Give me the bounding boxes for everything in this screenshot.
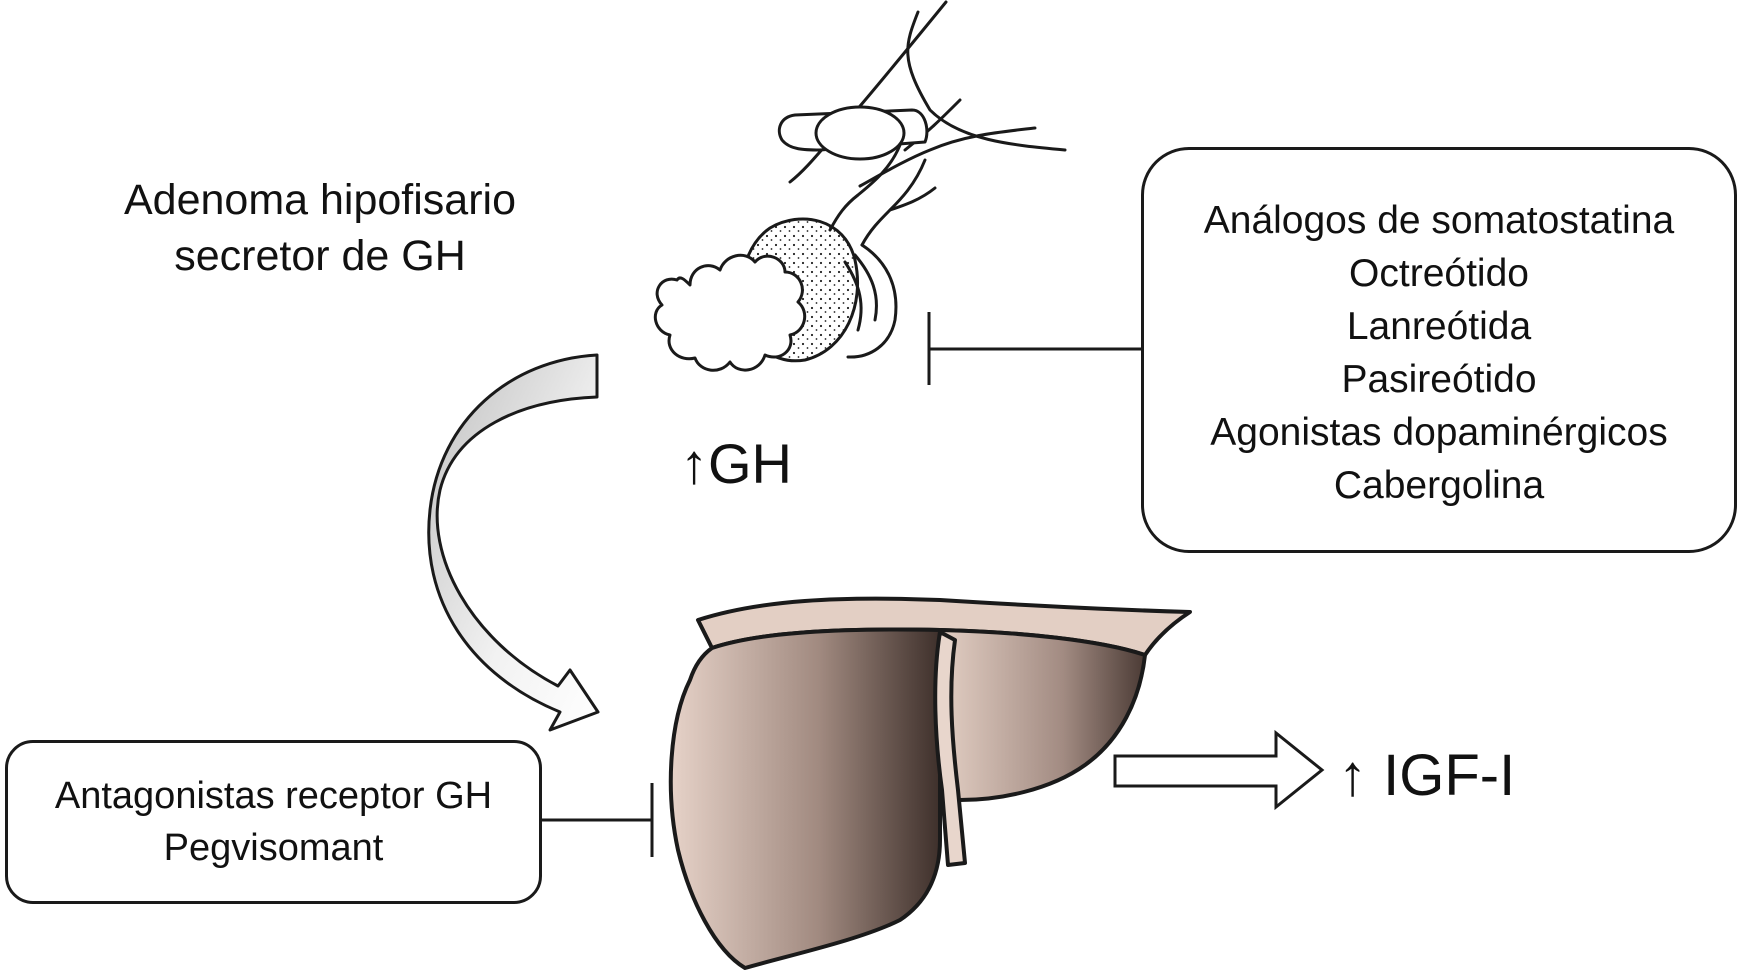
adenoma-label: Adenoma hipofisario secretor de GH — [40, 172, 600, 284]
inhibition-bar-icon — [927, 312, 1141, 385]
pituitary-gland-icon — [653, 0, 1067, 372]
igf-increase-label: ↑ IGF-I — [1338, 743, 1516, 808]
treatment-line: Cabergolina — [1333, 464, 1545, 507]
adenoma-label-line: Adenoma hipofisario — [123, 176, 517, 224]
treatment-line: Lanreótida — [1346, 305, 1532, 348]
treatment-line: Análogos de somatostatina — [1203, 199, 1675, 242]
treatment-line: Octreótido — [1349, 252, 1529, 295]
curved-arrow-icon — [427, 353, 600, 732]
treatment-line: Agonistas dopaminérgicos — [1210, 411, 1668, 454]
treatment-line: Pegvisomant — [163, 827, 384, 869]
inhibition-bar-icon — [542, 783, 654, 857]
gh-receptor-antagonist-box: Antagonistas receptor GH Pegvisomant — [5, 740, 542, 904]
treatment-line: Antagonistas receptor GH — [54, 775, 493, 817]
gh-increase-label: ↑GH — [680, 432, 792, 495]
adenoma-label-line: secretor de GH — [174, 232, 466, 280]
liver-icon — [668, 596, 1192, 970]
hollow-right-arrow-icon — [1113, 729, 1325, 811]
treatment-line: Pasireótido — [1341, 358, 1537, 401]
somatostatin-analogs-box: Análogos de somatostatina Octreótido Lan… — [1141, 147, 1737, 553]
